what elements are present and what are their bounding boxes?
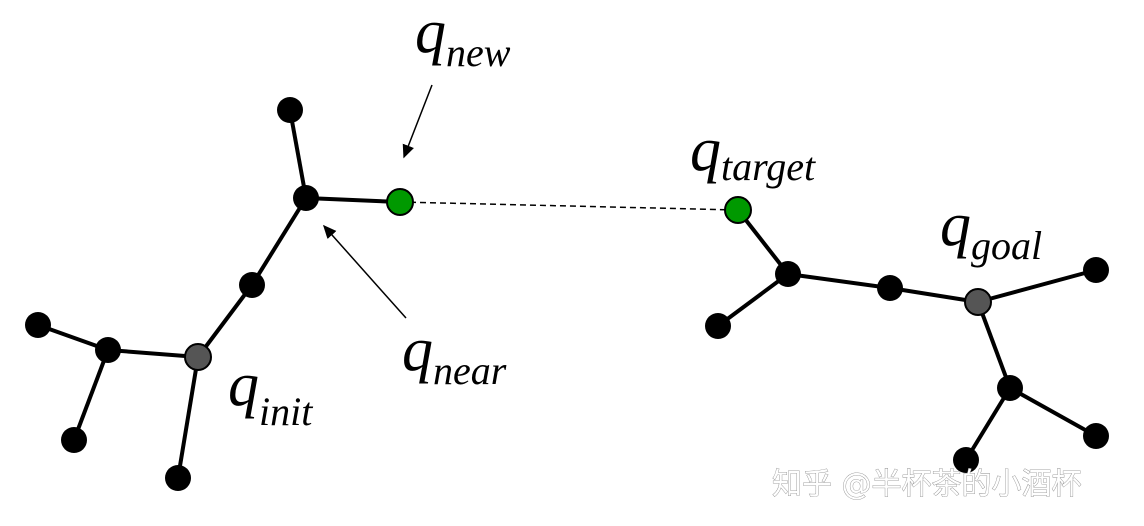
q-goal-node bbox=[964, 288, 992, 316]
q-new-label: qnew bbox=[415, 0, 511, 75]
node bbox=[953, 447, 979, 473]
edge bbox=[250, 196, 308, 287]
node bbox=[239, 272, 265, 298]
node bbox=[61, 427, 87, 453]
q-near-label: qnear bbox=[402, 316, 507, 393]
edge bbox=[787, 272, 891, 290]
node bbox=[997, 375, 1023, 401]
node bbox=[705, 313, 731, 339]
q-init-label: qinit bbox=[228, 351, 313, 434]
node bbox=[95, 337, 121, 363]
left-tree-edges bbox=[37, 109, 401, 479]
q-goal-label: qgoal bbox=[940, 191, 1042, 268]
edge bbox=[976, 301, 1012, 389]
edge bbox=[107, 348, 199, 359]
q-new-arrow bbox=[402, 84, 433, 159]
edge bbox=[305, 196, 401, 204]
q-target-label: qtarget bbox=[690, 116, 816, 189]
extension-dashed-line bbox=[399, 201, 739, 211]
node bbox=[277, 97, 303, 123]
q-near-arrow bbox=[323, 224, 407, 319]
left-tree-nodes bbox=[25, 97, 414, 491]
edge bbox=[72, 349, 110, 441]
edge bbox=[964, 386, 1012, 462]
edge bbox=[176, 356, 200, 479]
q-near-node bbox=[293, 185, 319, 211]
right-tree-nodes bbox=[705, 196, 1109, 473]
node bbox=[775, 261, 801, 287]
q-new-node bbox=[386, 188, 414, 216]
edge bbox=[977, 268, 1097, 304]
edge bbox=[288, 109, 308, 199]
q-init-node bbox=[184, 343, 212, 371]
node bbox=[25, 312, 51, 338]
node bbox=[165, 465, 191, 491]
edge bbox=[196, 283, 254, 359]
edge bbox=[889, 286, 979, 304]
edge bbox=[716, 272, 790, 328]
node bbox=[877, 275, 903, 301]
node bbox=[1083, 257, 1109, 283]
edge bbox=[1009, 386, 1097, 438]
q-target-node bbox=[724, 196, 752, 224]
watermark: 知乎 @半杯茶的小酒杯 bbox=[772, 467, 1082, 502]
node bbox=[1083, 423, 1109, 449]
